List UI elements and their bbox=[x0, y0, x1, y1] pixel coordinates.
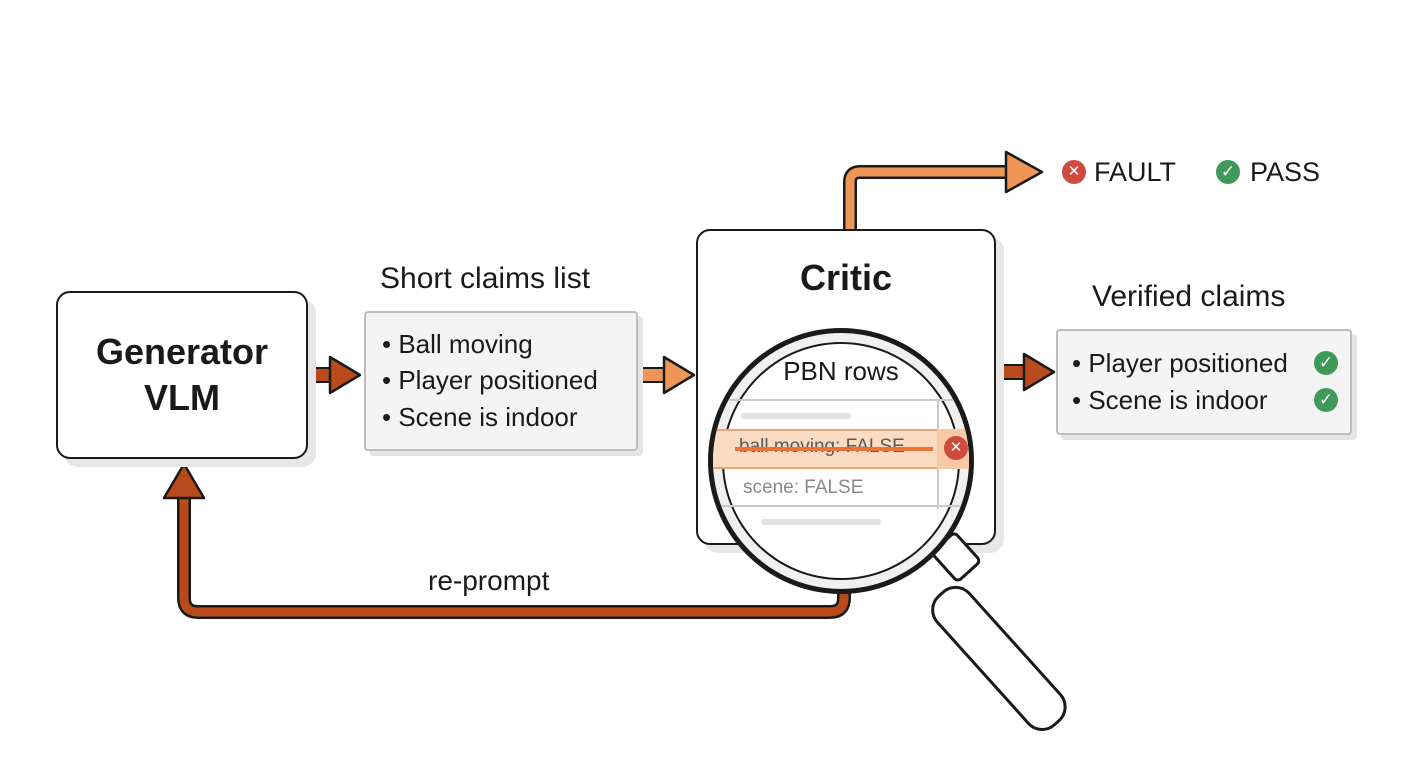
placeholder-row bbox=[761, 519, 881, 525]
generator-title-line1: Generator bbox=[95, 331, 269, 372]
verified-list-box: • Player positioned ✓ • Scene is indoor … bbox=[1056, 329, 1352, 435]
pbn-row-ball-moving: ball moving: FALSE bbox=[739, 434, 905, 460]
claim-item: • Ball moving bbox=[382, 329, 533, 359]
table-divider bbox=[713, 399, 969, 401]
pbn-row-scene: scene: FALSE bbox=[743, 477, 864, 498]
fault-icon: ✕ bbox=[1062, 160, 1086, 184]
verified-heading: Verified claims bbox=[1092, 280, 1286, 313]
re-prompt-arrowhead bbox=[162, 462, 206, 500]
strikethrough-line bbox=[735, 447, 933, 451]
generator-title-line2: VLM bbox=[144, 377, 220, 418]
pbn-rows-title: PBN rows bbox=[783, 356, 899, 386]
re-prompt-label: re-prompt bbox=[428, 565, 550, 596]
claim-item: • Scene is indoor bbox=[382, 402, 578, 432]
critic-to-verified-arrow bbox=[1022, 352, 1056, 392]
generator-to-claims-arrow bbox=[328, 355, 362, 395]
verified-check-icon: ✓ bbox=[1314, 351, 1338, 375]
fault-x-icon: ✕ bbox=[944, 436, 968, 460]
pass-label: PASS bbox=[1250, 157, 1321, 187]
critic-title: Critic bbox=[799, 257, 893, 298]
magnifier-lens: PBN rows ball moving: FALSE ✕ scene: FAL… bbox=[708, 328, 974, 594]
placeholder-row bbox=[741, 413, 851, 419]
verified-check-icon: ✓ bbox=[1314, 388, 1338, 412]
claims-to-critic-arrow bbox=[662, 355, 696, 395]
critic-to-verdict-arrow bbox=[1004, 150, 1044, 194]
claim-item: • Player positioned bbox=[382, 365, 598, 395]
claims-list-box: • Ball moving • Player positioned • Scen… bbox=[364, 311, 638, 451]
fault-label: FAULT bbox=[1094, 157, 1177, 187]
table-divider bbox=[713, 505, 969, 507]
verified-item: • Player positioned bbox=[1072, 348, 1288, 378]
verified-item: • Scene is indoor bbox=[1072, 385, 1268, 415]
claims-heading: Short claims list bbox=[380, 262, 591, 295]
pass-check-icon: ✓ bbox=[1216, 160, 1240, 184]
generator-vlm-node: Generator VLM bbox=[56, 291, 308, 459]
